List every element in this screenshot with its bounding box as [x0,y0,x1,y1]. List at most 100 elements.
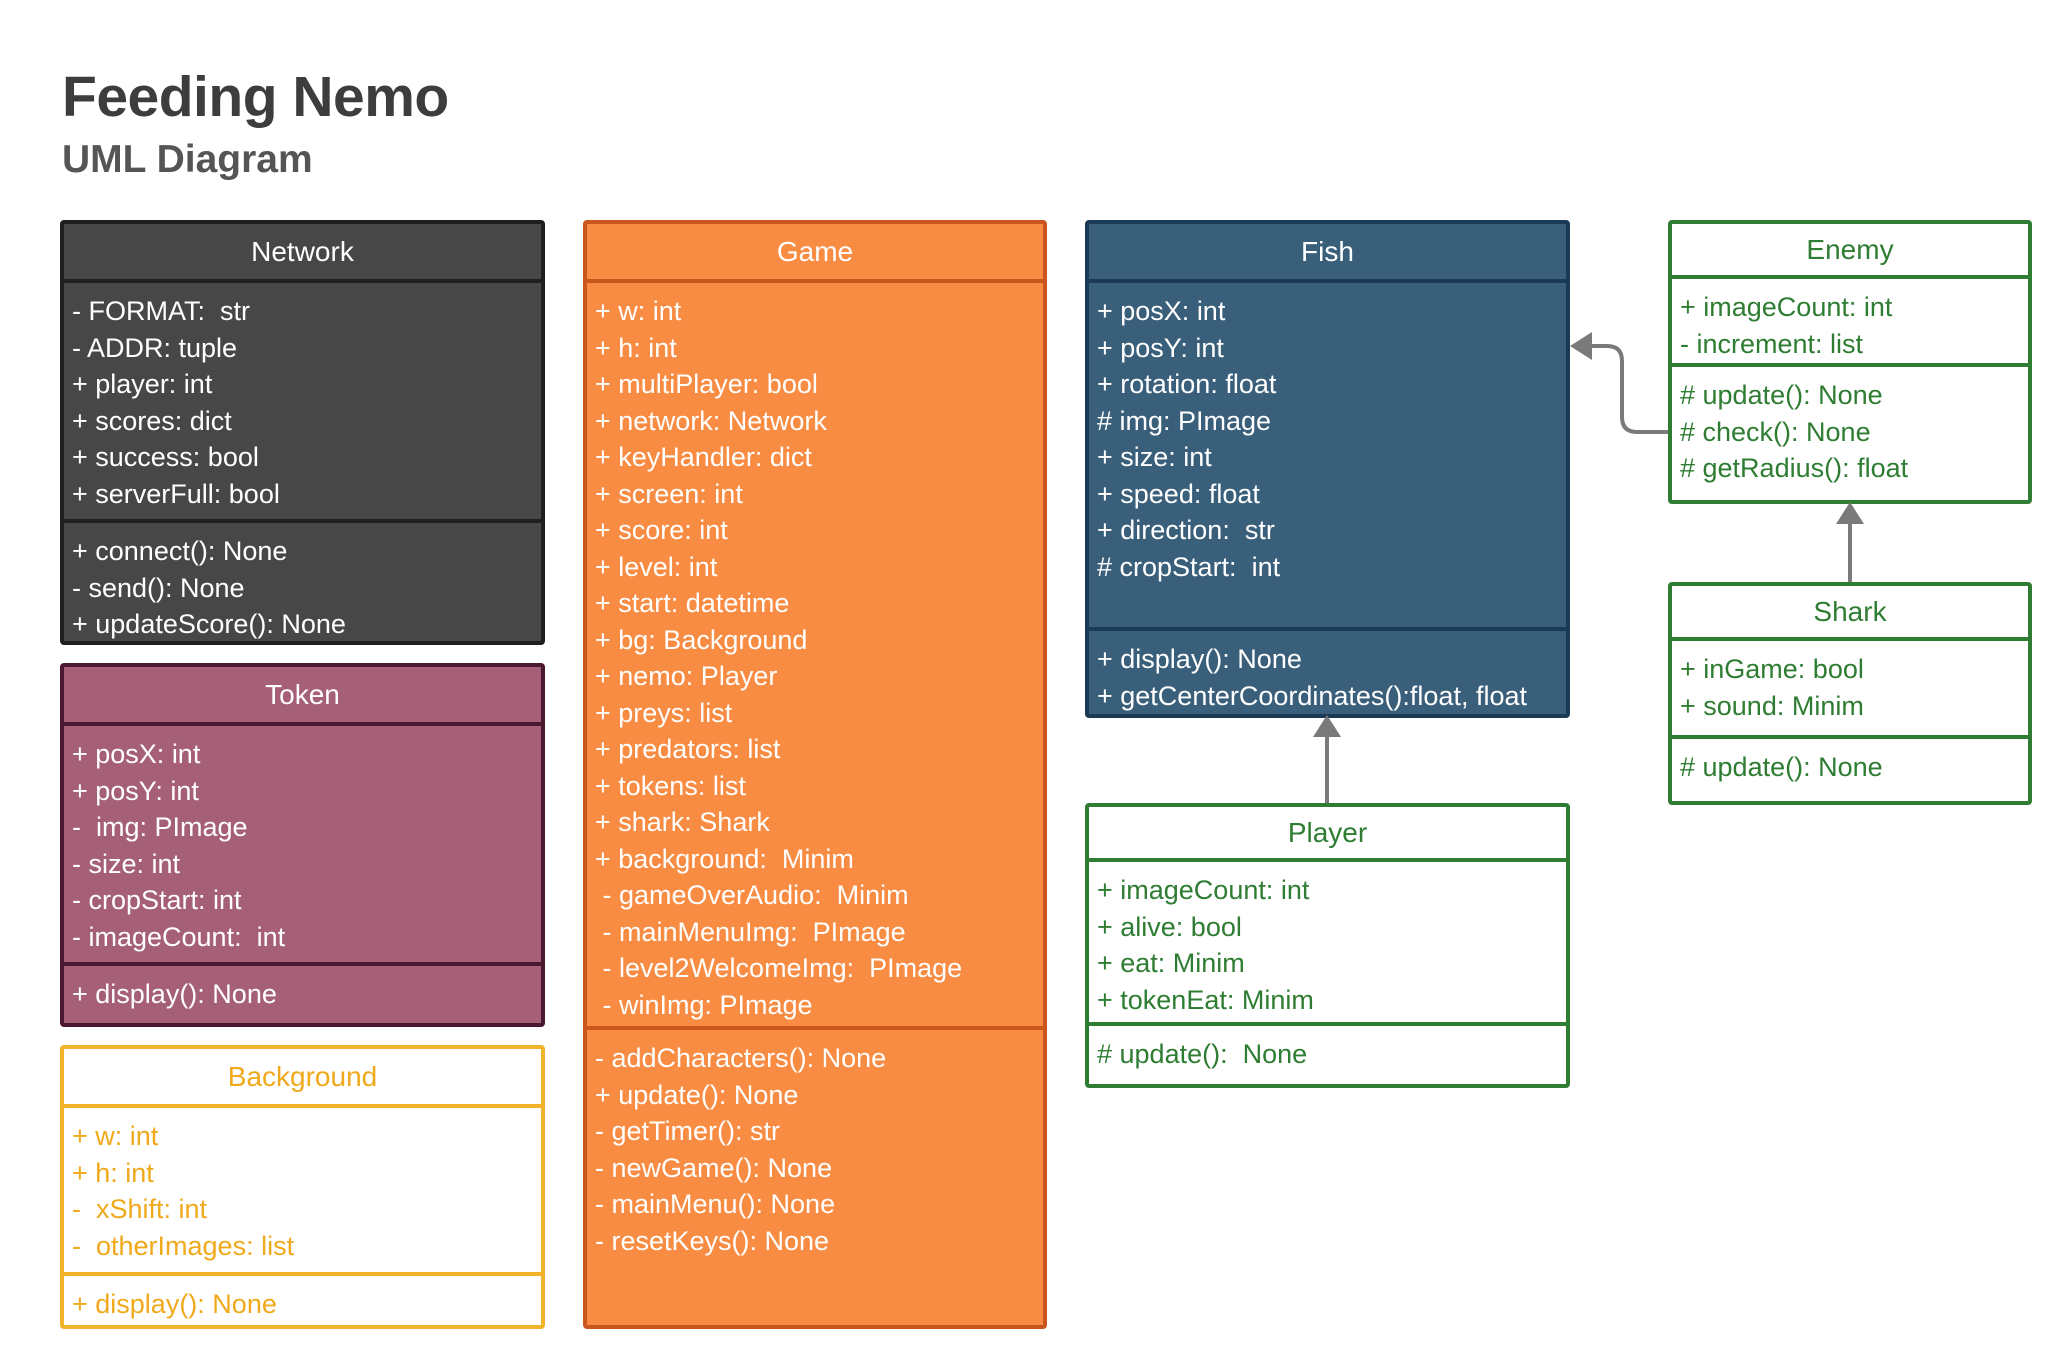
attribute-line: + score: int [595,515,728,545]
attribute-line: + posY: int [72,775,199,806]
attribute-line: + level: int [595,551,718,582]
attribute-line: + nemo: Player [595,661,778,691]
attribute-line: + scores: dict [72,405,232,436]
attribute-line: + success: bool [72,442,259,472]
attribute-line: - img: PImage [72,812,248,842]
attribute-line: + direction: str [1097,515,1275,545]
methods-section: # update(): None# check(): None# getRadi… [1672,363,2028,487]
attribute-line: # cropStart: int [1097,551,1281,582]
attribute-line: + start: datetime [595,588,790,618]
class-network[interactable]: Network - FORMAT: str - ADDR: tuple + play… [60,220,545,645]
enemy-to-fish-arrow [1570,332,1668,434]
attributes-section: + posX: int+ posY: int- img: PImage- siz… [64,726,541,962]
attributes-section: + w: int+ h: int- xShift: int- otherImag… [64,1108,541,1272]
class-name: Game [587,224,1043,283]
attribute-line: + posX: int [1097,296,1226,326]
attribute-line: + tokens: list [595,770,746,801]
page-subtitle: UML Diagram [62,138,313,181]
class-fish[interactable]: Fish + posX: int + posY: int + rotation: f… [1085,220,1570,718]
attributes-section: + imageCount: int- increment: list [1672,279,2028,363]
page-title: Feeding Nemo [62,65,449,129]
attribute-line: - ADDR: tuple [72,332,238,363]
attribute-line: - increment: list [1680,328,1864,359]
methods-section: + connect(): None - send(): None + updateS… [64,519,541,641]
attribute-line: + tokenEat: Minim [1097,984,1314,1015]
method-line: + updateScore(): None [72,609,346,639]
class-token[interactable]: Token + posX: int+ posY: int- img: PImag… [60,663,545,1027]
attributes-section: + imageCount: int + alive: bool + eat: Min… [1089,862,1566,1022]
attribute-line: + inGame: bool [1680,654,1864,684]
method-line: + display(): None [1097,644,1302,674]
methods-section: + display(): None [64,1272,541,1323]
method-line: + connect(): None [72,536,288,566]
attribute-line: + speed: float [1097,478,1260,509]
method-line: + update(): None [595,1079,799,1110]
attributes-section: - FORMAT: str - ADDR: tuple + player: int +… [64,283,541,519]
methods-section: # update(): None [1672,735,2028,786]
attribute-line: + eat: Minim [1097,948,1245,978]
attribute-line: - mainMenuImg: PImage [595,916,906,947]
attribute-line: + size: int [1097,442,1212,472]
class-game[interactable]: Game + w: int + h: int + multiPlayer: bool… [583,220,1047,1329]
attribute-line: + w: int [72,1121,159,1151]
attribute-line: + imageCount: int [1097,875,1310,905]
method-line: # update(): None [1680,752,1883,782]
method-line: # check(): None [1680,416,1871,447]
attribute-line: - cropStart: int [72,885,242,915]
methods-section: - addCharacters(): None + update(): None -… [587,1026,1043,1259]
method-line: # update(): None [1680,380,1883,410]
method-line: - getTimer(): str [595,1116,780,1146]
attribute-line: - size: int [72,848,181,879]
attribute-line: + w: int [595,296,682,326]
attributes-section: + inGame: bool + sound: Minim [1672,641,2028,735]
methods-section: + display(): None + getCenterCoordinates(… [1089,627,1566,714]
class-name: Background [64,1049,541,1108]
method-line: + display(): None [72,979,277,1009]
attribute-line: - winImg: PImage [595,989,813,1020]
method-line: + getCenterCoordinates():float, float [1097,680,1527,711]
class-player[interactable]: Player + imageCount: int + alive: bool + e… [1085,803,1570,1088]
class-enemy[interactable]: Enemy + imageCount: int- increment: list… [1668,220,2032,504]
method-line: - addCharacters(): None [595,1043,887,1073]
class-background[interactable]: Background + w: int+ h: int- xShift: int… [60,1045,545,1329]
attribute-line: + posY: int [1097,332,1224,363]
method-line: - resetKeys(): None [595,1225,830,1256]
method-line: + display(): None [72,1289,277,1319]
class-name: Token [64,667,541,726]
method-line: - send(): None [72,572,245,603]
method-line: # update(): None [1097,1039,1308,1069]
class-name: Player [1089,807,1566,862]
attribute-line: - otherImages: list [72,1230,295,1261]
attribute-line: + keyHandler: dict [595,442,812,472]
attribute-line: + serverFull: bool [72,478,280,509]
class-name: Enemy [1672,224,2028,279]
attribute-line: - gameOverAudio: Minim [595,880,909,910]
class-name: Network [64,224,541,283]
player-to-fish-arrow [1313,715,1341,803]
attributes-section: + w: int + h: int + multiPlayer: bool + net… [587,283,1043,1026]
attribute-line: + predators: list [595,734,781,764]
class-name: Fish [1089,224,1566,283]
attribute-line: + bg: Background [595,624,808,655]
attribute-line: + screen: int [595,478,743,509]
method-line: - newGame(): None [595,1152,833,1183]
attribute-line: - FORMAT: str [72,296,250,326]
attribute-line: + multiPlayer: bool [595,369,818,399]
attribute-line: + rotation: float [1097,369,1277,399]
attribute-line: + background: Minim [595,843,854,874]
attribute-line: + h: int [595,332,677,363]
methods-section: # update(): None [1089,1022,1566,1073]
attribute-line: + preys: list [595,697,733,728]
attribute-line: + sound: Minim [1680,690,1864,721]
attribute-line: - level2WelcomeImg: PImage [595,953,963,983]
attributes-section: + posX: int + posY: int + rotation: float #… [1089,283,1566,627]
class-name: Shark [1672,586,2028,641]
methods-section: + display(): None [64,962,541,1013]
attribute-line: + shark: Shark [595,807,770,837]
attribute-line: + player: int [72,369,213,399]
attribute-line: + network: Network [595,405,827,436]
shark-to-enemy-arrow [1836,502,1864,582]
attribute-line: # img: PImage [1097,405,1272,436]
class-shark[interactable]: Shark + inGame: bool + sound: Minim # upd… [1668,582,2032,805]
attribute-line: + alive: bool [1097,911,1242,942]
